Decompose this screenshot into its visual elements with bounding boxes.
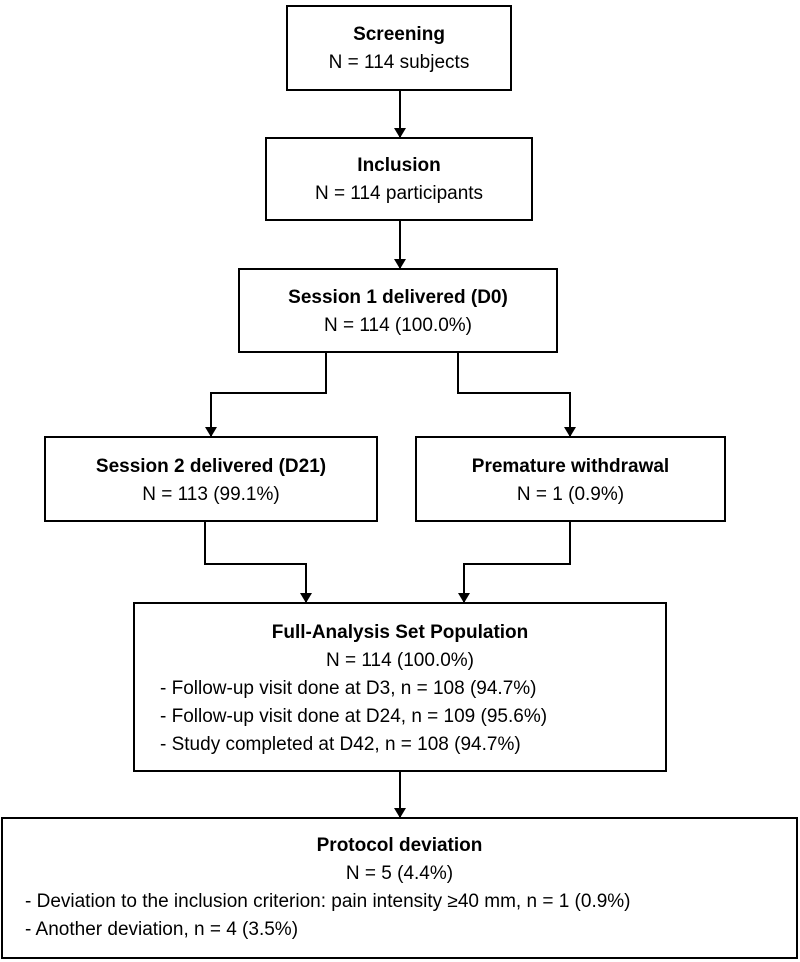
fas-item: - Study completed at D42, n = 108 (94.7%… — [160, 734, 521, 755]
withdrawal-title: Premature withdrawal — [471, 456, 670, 477]
deviation-item: - Deviation to the inclusion criterion: … — [25, 891, 631, 912]
arrow-withdrawal-to-fas — [458, 522, 571, 603]
fas-box: Full-Analysis Set Population N = 114 (10… — [133, 602, 667, 772]
inclusion-count: N = 114 participants — [314, 183, 484, 204]
arrow-session1-to-session2 — [205, 353, 327, 437]
session1-count: N = 114 (100.0%) — [323, 315, 473, 336]
deviation-count: N = 5 (4.4%) — [345, 863, 454, 884]
deviation-items: - Deviation to the inclusion criterion: … — [25, 888, 796, 944]
session2-box: Session 2 delivered (D21) N = 113 (99.1%… — [44, 436, 378, 522]
screening-count: N = 114 subjects — [328, 52, 470, 73]
fas-count: N = 114 (100.0%) — [325, 650, 475, 671]
fas-title: Full-Analysis Set Population — [271, 622, 529, 643]
screening-title: Screening — [353, 24, 445, 45]
session1-box: Session 1 delivered (D0) N = 114 (100.0%… — [238, 268, 558, 353]
screening-box: Screening N = 114 subjects — [286, 5, 512, 91]
session2-count: N = 113 (99.1%) — [142, 484, 280, 505]
fas-item: - Follow-up visit done at D3, n = 108 (9… — [160, 678, 537, 699]
inclusion-box: Inclusion N = 114 participants — [265, 137, 533, 221]
arrow-session1-to-withdrawal — [457, 353, 576, 437]
session2-title: Session 2 delivered (D21) — [95, 456, 327, 477]
session1-title: Session 1 delivered (D0) — [288, 287, 508, 308]
arrow-session2-to-fas — [204, 522, 312, 603]
deviation-item: - Another deviation, n = 4 (3.5%) — [25, 919, 299, 940]
fas-items: - Follow-up visit done at D3, n = 108 (9… — [160, 675, 665, 759]
withdrawal-count: N = 1 (0.9%) — [516, 484, 625, 505]
deviation-title: Protocol deviation — [316, 835, 483, 856]
inclusion-title: Inclusion — [357, 155, 441, 176]
fas-item: - Follow-up visit done at D24, n = 109 (… — [160, 706, 548, 727]
deviation-box: Protocol deviation N = 5 (4.4%) - Deviat… — [1, 817, 798, 959]
withdrawal-box: Premature withdrawal N = 1 (0.9%) — [415, 436, 726, 522]
